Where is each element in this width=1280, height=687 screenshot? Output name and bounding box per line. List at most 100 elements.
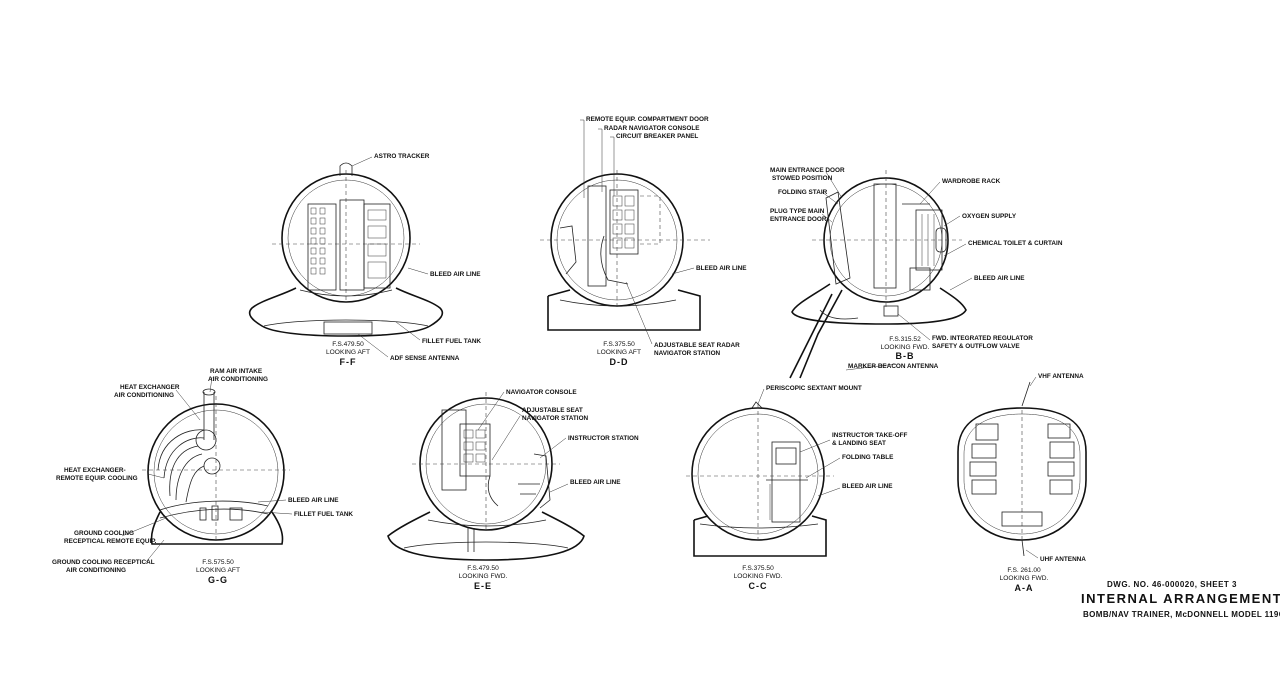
callout-radar-navigator-console: RADAR NAVIGATOR CONSOLE bbox=[604, 125, 700, 132]
section-e-e-caption: F.S.479.50 LOOKING FWD. E-E bbox=[459, 565, 508, 591]
section-c-c-caption: F.S.375.50 LOOKING FWD. C-C bbox=[734, 565, 783, 591]
callout-ground-cooling-receptical: GROUND COOLING RECEPTICAL bbox=[52, 559, 155, 566]
section-f-f-caption: F.S.479.50 LOOKING AFT F-F bbox=[326, 341, 370, 367]
section-a-a-drawing bbox=[957, 381, 1087, 557]
callout-oxygen-supply: OXYGEN SUPPLY bbox=[962, 213, 1017, 220]
drawing-subtitle: BOMB/NAV TRAINER, McDONNELL MODEL 119C bbox=[1083, 610, 1280, 619]
section-id-label: C-C bbox=[749, 581, 768, 591]
view-direction-label: LOOKING AFT bbox=[326, 349, 370, 356]
callout-air-conditioning-2: AIR CONDITIONING bbox=[114, 392, 174, 399]
section-b-b-drawing bbox=[789, 170, 967, 379]
callout-bleed-air-line: BLEED AIR LINE bbox=[430, 271, 481, 278]
drawing-title: INTERNAL ARRANGEMENT bbox=[1081, 591, 1280, 606]
section-f-f-callouts bbox=[351, 156, 429, 358]
title-block: DWG. NO. 46-000020, SHEET 3 INTERNAL ARR… bbox=[1081, 580, 1280, 619]
section-a-a: VHF ANTENNA UHF ANTENNA F.S. 261.00 LOOK… bbox=[957, 373, 1087, 593]
section-g-g-callouts bbox=[121, 376, 293, 563]
view-direction-label: LOOKING FWD. bbox=[1000, 575, 1049, 582]
callout-bleed-air-line: BLEED AIR LINE bbox=[842, 483, 893, 490]
callout-marker-beacon-antenna: MARKER BEACON ANTENNA bbox=[848, 363, 939, 370]
section-id-label: G-G bbox=[208, 575, 228, 585]
callout-heat-exchanger: HEAT EXCHANGER bbox=[120, 384, 180, 391]
view-direction-label: LOOKING FWD. bbox=[459, 573, 508, 580]
section-a-a-callouts bbox=[1025, 376, 1039, 559]
callout-instructor-station: INSTRUCTOR STATION bbox=[568, 435, 639, 442]
callout-main-entrance-door: MAIN ENTRANCE DOOR bbox=[770, 167, 845, 174]
callout-navigator-console: NAVIGATOR CONSOLE bbox=[506, 389, 577, 396]
callout-astro-tracker: ASTRO TRACKER bbox=[374, 153, 430, 160]
callout-vhf-antenna: VHF ANTENNA bbox=[1038, 373, 1084, 380]
section-g-g-caption: F.S.575.50 LOOKING AFT G-G bbox=[196, 559, 240, 585]
section-id-label: D-D bbox=[610, 357, 629, 367]
section-b-b-caption: F.S.315.52 LOOKING FWD. B-B bbox=[881, 336, 930, 361]
view-direction-label: LOOKING AFT bbox=[196, 567, 240, 574]
section-d-d-caption: F.S.375.50 LOOKING AFT D-D bbox=[597, 341, 641, 367]
callout-chemical-toilet-curtain: CHEMICAL TOILET & CURTAIN bbox=[968, 240, 1063, 247]
section-id-label: F-F bbox=[340, 357, 357, 367]
callout-bleed-air-line: BLEED AIR LINE bbox=[974, 275, 1025, 282]
callout-instructor-take-off: INSTRUCTOR TAKE-OFF bbox=[832, 432, 907, 439]
callout-receptical-remote-equip: RECEPTICAL REMOTE EQUIP. bbox=[64, 538, 157, 545]
callout-remote-equip-compartment-door: REMOTE EQUIP. COMPARTMENT DOOR bbox=[586, 116, 709, 123]
drawing-number: DWG. NO. 46-000020, SHEET 3 bbox=[1107, 580, 1237, 589]
view-direction-label: LOOKING FWD. bbox=[881, 344, 930, 351]
section-f-f: ASTRO TRACKER BLEED AIR LINE FILLET FUEL… bbox=[248, 153, 481, 367]
station-label: F.S.479.50 bbox=[467, 565, 499, 572]
callout-circuit-breaker-panel: CIRCUIT BREAKER PANEL bbox=[616, 133, 698, 140]
section-e-e: NAVIGATOR CONSOLE ADJUSTABLE SEAT NAVIGA… bbox=[387, 389, 639, 591]
callout-fillet-fuel-tank: FILLET FUEL TANK bbox=[294, 511, 353, 518]
section-a-a-caption: F.S. 261.00 LOOKING FWD. A-A bbox=[1000, 567, 1049, 593]
section-d-d-drawing bbox=[540, 170, 710, 331]
callout-adjustable-seat-radar: ADJUSTABLE SEAT RADAR bbox=[654, 342, 740, 349]
station-label: F.S.375.50 bbox=[742, 565, 774, 572]
section-id-label: A-A bbox=[1015, 583, 1034, 593]
callout-heat-exchanger-remote: HEAT EXCHANGER- bbox=[64, 467, 126, 474]
callout-bleed-air-line: BLEED AIR LINE bbox=[696, 265, 747, 272]
callout-safety-outflow-valve: SAFETY & OUTFLOW VALVE bbox=[932, 343, 1020, 350]
station-label: F.S. 261.00 bbox=[1007, 567, 1041, 574]
section-id-label: E-E bbox=[474, 581, 492, 591]
callout-adf-sense-antenna: ADF SENSE ANTENNA bbox=[390, 355, 460, 362]
section-e-e-drawing bbox=[387, 392, 585, 561]
callout-adjustable-seat: ADJUSTABLE SEAT bbox=[522, 407, 583, 414]
section-b-b-callouts bbox=[821, 171, 973, 371]
section-b-b: MAIN ENTRANCE DOOR STOWED POSITION FOLDI… bbox=[770, 167, 1063, 379]
section-g-g: RAM AIR INTAKE AIR CONDITIONING HEAT EXC… bbox=[52, 368, 353, 585]
section-c-c-callouts bbox=[757, 388, 841, 497]
section-d-d-callouts bbox=[580, 119, 695, 345]
callout-entrance-door: ENTRANCE DOOR bbox=[770, 216, 827, 223]
callout-ground-cooling: GROUND COOLING bbox=[74, 530, 134, 537]
callout-wardrobe-rack: WARDROBE RACK bbox=[942, 178, 1001, 185]
station-label: F.S.375.50 bbox=[603, 341, 635, 348]
callout-landing-seat: & LANDING SEAT bbox=[832, 440, 886, 447]
section-c-c-drawing bbox=[686, 401, 834, 557]
callout-folding-stair: FOLDING STAIR bbox=[778, 189, 828, 196]
callout-stowed-position: STOWED POSITION bbox=[772, 175, 833, 182]
section-d-d: REMOTE EQUIP. COMPARTMENT DOOR RADAR NAV… bbox=[540, 116, 747, 367]
callout-fillet-fuel-tank: FILLET FUEL TANK bbox=[422, 338, 481, 345]
callout-air-conditioning-3: AIR CONDITIONING bbox=[66, 567, 126, 574]
callout-air-conditioning-1: AIR CONDITIONING bbox=[208, 376, 268, 383]
callout-bleed-air-line: BLEED AIR LINE bbox=[570, 479, 621, 486]
section-id-label: B-B bbox=[896, 351, 915, 361]
callout-plug-type-main: PLUG TYPE MAIN bbox=[770, 208, 825, 215]
station-label: F.S.315.52 bbox=[889, 336, 921, 343]
callout-periscopic-sextant-mount: PERISCOPIC SEXTANT MOUNT bbox=[766, 385, 862, 392]
callout-remote-equip-cooling: REMOTE EQUIP. COOLING bbox=[56, 475, 138, 482]
section-f-f-drawing bbox=[248, 162, 444, 337]
view-direction-label: LOOKING FWD. bbox=[734, 573, 783, 580]
station-label: F.S.575.50 bbox=[202, 559, 234, 566]
section-c-c: PERISCOPIC SEXTANT MOUNT INSTRUCTOR TAKE… bbox=[686, 385, 907, 591]
section-g-g-drawing bbox=[142, 388, 290, 545]
callout-uhf-antenna: UHF ANTENNA bbox=[1040, 556, 1086, 563]
section-e-e-callouts bbox=[477, 391, 569, 493]
callout-fwd-integrated-regulator: FWD. INTEGRATED REGULATOR bbox=[932, 335, 1033, 342]
station-label: F.S.479.50 bbox=[332, 341, 364, 348]
callout-navigator-station: NAVIGATOR STATION bbox=[654, 350, 721, 357]
view-direction-label: LOOKING AFT bbox=[597, 349, 641, 356]
callout-folding-table: FOLDING TABLE bbox=[842, 454, 894, 461]
callout-bleed-air-line: BLEED AIR LINE bbox=[288, 497, 339, 504]
callout-navigator-station: NAVIGATOR STATION bbox=[522, 415, 589, 422]
callout-ram-air-intake: RAM AIR INTAKE bbox=[210, 368, 263, 375]
